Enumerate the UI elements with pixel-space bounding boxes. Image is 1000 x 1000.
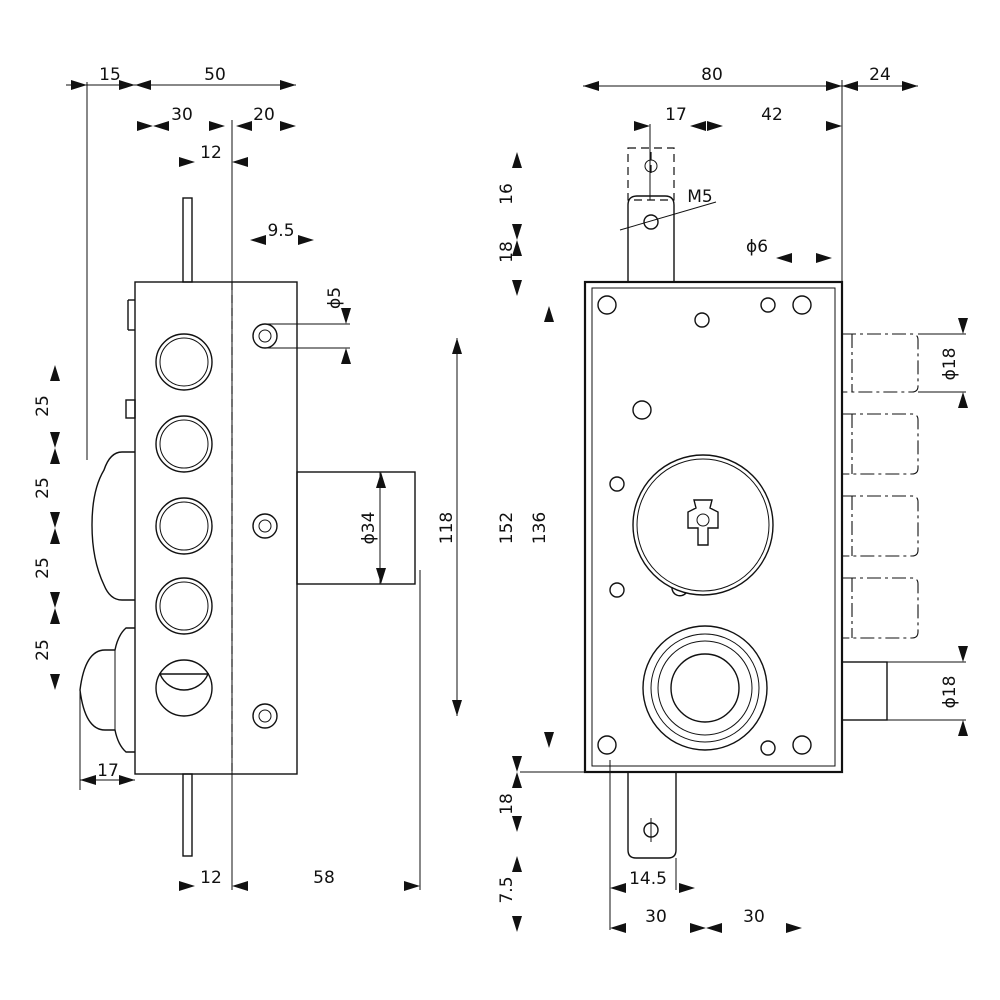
- dim-15: 15: [99, 65, 121, 85]
- dim-17-bottom: 17: [97, 761, 119, 781]
- right-view-labels: 80 24 17 42 M5 ϕ6 16 18 18 7.5 ϕ18 ϕ18 1…: [497, 65, 960, 927]
- bolt-circles: [155, 333, 213, 717]
- dim-118: 118: [437, 512, 457, 544]
- dim-58: 58: [313, 868, 335, 888]
- dim-30-a: 30: [645, 907, 667, 927]
- dim-17-right: 17: [665, 105, 687, 125]
- dim-16: 16: [497, 183, 517, 205]
- dim-25-2: 25: [33, 477, 53, 499]
- dim-42: 42: [761, 105, 783, 125]
- dim-24: 24: [869, 65, 891, 85]
- right-view: [512, 80, 968, 933]
- left-view: [50, 80, 462, 891]
- dim-50: 50: [204, 65, 226, 85]
- dim-d6: ϕ6: [746, 237, 768, 257]
- dim-152: 152: [497, 512, 517, 544]
- dim-14-5: 14.5: [629, 869, 667, 889]
- dim-18-top: 18: [497, 241, 517, 263]
- dim-d18-bolt-top: ϕ18: [940, 348, 960, 381]
- dim-25-1: 25: [33, 395, 53, 417]
- dim-12-top: 12: [200, 143, 222, 163]
- dim-9-5: 9.5: [267, 221, 294, 241]
- dim-80: 80: [701, 65, 723, 85]
- dim-d18-bolt-bottom: ϕ18: [940, 676, 960, 709]
- dim-25-3: 25: [33, 557, 53, 579]
- side-bolts: [841, 333, 919, 721]
- dim-20: 20: [253, 105, 275, 125]
- dim-d5: ϕ5: [325, 287, 345, 309]
- dim-12-bottom: 12: [200, 868, 222, 888]
- dim-136: 136: [530, 512, 550, 544]
- dim-7-5: 7.5: [497, 876, 517, 903]
- dim-25-4: 25: [33, 639, 53, 661]
- dim-m5: M5: [687, 187, 712, 207]
- left-view-labels: 15 50 30 20 12 9.5 ϕ5 ϕ34 118 152 136 25…: [33, 65, 550, 888]
- dim-30-b: 30: [743, 907, 765, 927]
- dim-18-bottom: 18: [497, 793, 517, 815]
- dim-30: 30: [171, 105, 193, 125]
- dim-d34: ϕ34: [359, 512, 379, 545]
